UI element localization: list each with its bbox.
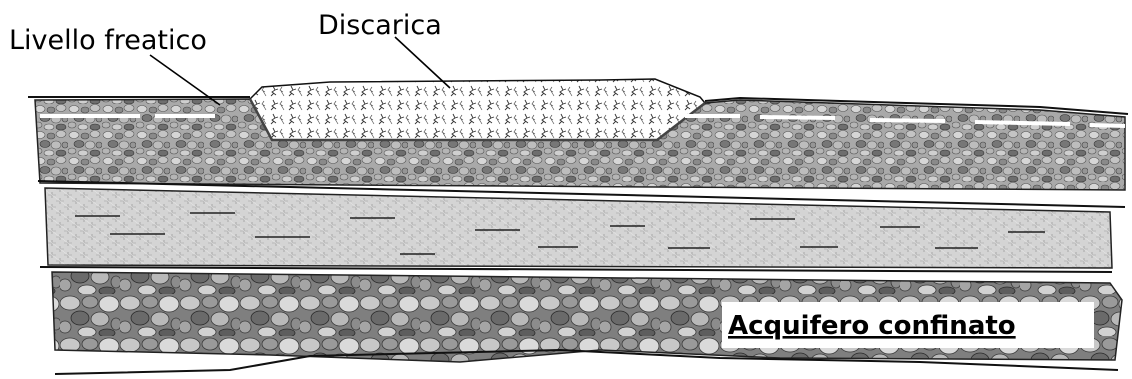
aquitard-clay-layer xyxy=(45,188,1112,268)
landfill-label: Discarica xyxy=(318,10,442,41)
landfill-mound xyxy=(250,79,705,140)
confined-aquifer-label: Acquifero confinato xyxy=(728,311,1016,341)
water-table-label: Livello freatico xyxy=(9,25,207,56)
landfill-leader-line xyxy=(395,37,450,88)
